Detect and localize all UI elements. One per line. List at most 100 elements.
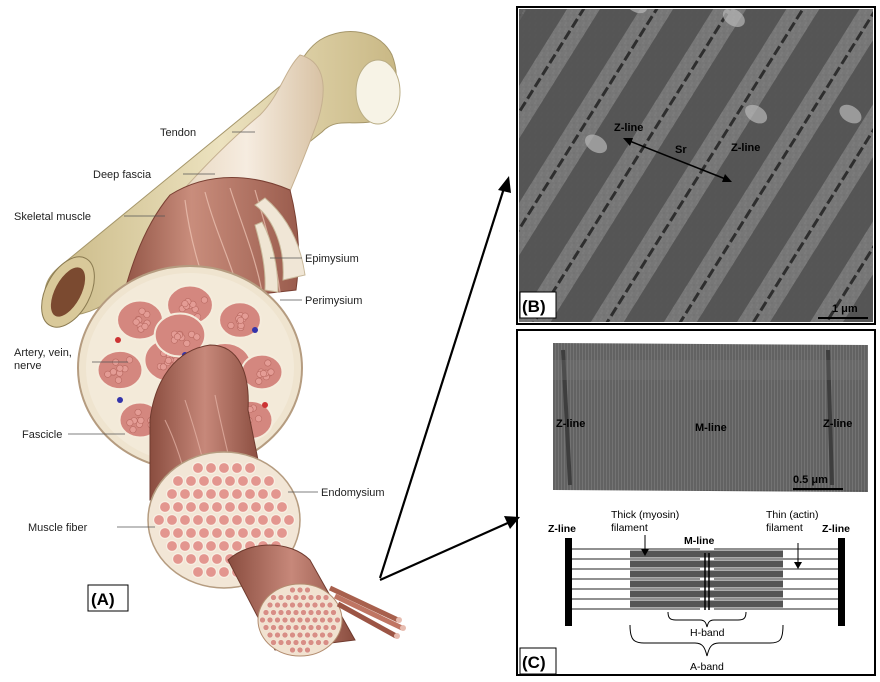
vessel-dot bbox=[252, 327, 258, 333]
muscle-fiber-section bbox=[219, 567, 230, 578]
muscle-fiber-section bbox=[160, 528, 171, 539]
label-tendon: Tendon bbox=[160, 127, 196, 139]
muscle-fiber-section bbox=[193, 463, 204, 474]
muscle-fiber-section bbox=[167, 541, 178, 552]
myofibril-section bbox=[316, 610, 322, 616]
muscle-fiber-section bbox=[212, 502, 223, 513]
muscle-fiber-section bbox=[199, 502, 210, 513]
muscle-fiber-section bbox=[232, 463, 243, 474]
label-muscle-fiber: Muscle fiber bbox=[28, 522, 88, 534]
bone-head bbox=[356, 60, 400, 124]
myofibril-section bbox=[323, 640, 329, 646]
myofibril-section bbox=[320, 602, 326, 608]
myofibril-section bbox=[286, 595, 292, 601]
muscle-fiber-section bbox=[212, 476, 223, 487]
myofibril-section bbox=[327, 632, 333, 638]
myofibril-section bbox=[305, 587, 311, 593]
muscle-fiber-section bbox=[245, 489, 256, 500]
b-z-line-right: Z-line bbox=[731, 142, 760, 154]
muscle-fiber-section bbox=[173, 528, 184, 539]
myofibril-section bbox=[267, 617, 273, 623]
muscle-fiber-section bbox=[193, 541, 204, 552]
myofibril-section bbox=[293, 625, 299, 631]
myofibril-section bbox=[282, 632, 288, 638]
b-scale-label: 1 μm bbox=[832, 303, 858, 315]
muscle-fiber-section bbox=[186, 502, 197, 513]
myofibril-section bbox=[297, 647, 303, 653]
muscle-fiber-section bbox=[173, 502, 184, 513]
c-z-line-right: Z-line bbox=[822, 523, 850, 535]
myofibril-section bbox=[301, 640, 307, 646]
myofibril-section bbox=[286, 640, 292, 646]
c-thin-label-2: filament bbox=[766, 522, 803, 534]
muscle-fiber-section bbox=[219, 489, 230, 500]
muscle-fiber-section bbox=[277, 528, 288, 539]
myofibril-section bbox=[297, 587, 303, 593]
label-epimysium: Epimysium bbox=[305, 253, 359, 265]
myofibril-section bbox=[316, 595, 322, 601]
z-disc-right bbox=[838, 538, 845, 626]
c-a-band: A-band bbox=[690, 661, 724, 673]
myofibril-section bbox=[267, 602, 273, 608]
muscle-fiber-section bbox=[232, 541, 243, 552]
label-endomysium: Endomysium bbox=[321, 487, 385, 499]
muscle-fiber-section bbox=[251, 502, 262, 513]
myofibril-section bbox=[293, 640, 299, 646]
myofibril-section bbox=[308, 625, 314, 631]
muscle-fiber-section bbox=[258, 489, 269, 500]
myofibril-section bbox=[297, 617, 303, 623]
muscle-fiber-section bbox=[245, 515, 256, 526]
muscle-fiber-section bbox=[186, 476, 197, 487]
muscle-fiber-section bbox=[225, 476, 236, 487]
myofibril-section bbox=[278, 595, 284, 601]
myofibril-section bbox=[308, 595, 314, 601]
myofibril-section bbox=[275, 632, 281, 638]
myofibril-section bbox=[320, 632, 326, 638]
muscle-fiber-section bbox=[199, 476, 210, 487]
myofibril-section bbox=[290, 587, 296, 593]
muscle-fiber-section bbox=[245, 463, 256, 474]
myofibril-section bbox=[293, 610, 299, 616]
muscle-fiber-section bbox=[154, 515, 165, 526]
muscle-fiber-section bbox=[238, 502, 249, 513]
myofibril-section bbox=[297, 602, 303, 608]
myofibril-section bbox=[271, 610, 277, 616]
myofibril-section bbox=[267, 632, 273, 638]
myofibril-section bbox=[290, 602, 296, 608]
myofibril-section bbox=[297, 632, 303, 638]
muscle-fiber-section bbox=[206, 567, 217, 578]
muscle-fiber-section bbox=[251, 528, 262, 539]
panel-c-tag: (C) bbox=[522, 653, 546, 672]
panel-a-tag: (A) bbox=[91, 590, 115, 609]
muscle-fiber-section bbox=[167, 515, 178, 526]
muscle-fiber-section bbox=[271, 515, 282, 526]
muscle-fiber-section bbox=[264, 502, 275, 513]
myofibril-section bbox=[327, 602, 333, 608]
muscle-fiber-section bbox=[167, 489, 178, 500]
label-skeletal-muscle: Skeletal muscle bbox=[14, 211, 91, 223]
vessel-dot bbox=[117, 397, 123, 403]
muscle-fiber-section bbox=[258, 515, 269, 526]
c-h-band: H-band bbox=[690, 627, 725, 639]
c-em-z-line-left: Z-line bbox=[556, 418, 585, 430]
muscle-fiber-section bbox=[186, 528, 197, 539]
muscle-fiber-section bbox=[180, 541, 191, 552]
muscle-fiber-section bbox=[193, 567, 204, 578]
myofibril-section bbox=[301, 595, 307, 601]
myofibril-section bbox=[293, 595, 299, 601]
muscle-fiber-section bbox=[212, 528, 223, 539]
muscle-fiber-section bbox=[173, 554, 184, 565]
muscle-fiber-section bbox=[180, 515, 191, 526]
thick-filament bbox=[630, 561, 783, 568]
myofibril-section bbox=[263, 625, 269, 631]
myofibril-section bbox=[301, 625, 307, 631]
vessel-dot bbox=[115, 337, 121, 343]
label-fascicle: Fascicle bbox=[22, 429, 62, 441]
c-z-line-left: Z-line bbox=[548, 523, 576, 535]
myofibril-section bbox=[271, 625, 277, 631]
c-em-m-line: M-line bbox=[695, 422, 727, 434]
muscle-fiber-section bbox=[206, 463, 217, 474]
c-thick-label-1: Thick (myosin) bbox=[611, 509, 679, 521]
myofibril-section bbox=[301, 610, 307, 616]
